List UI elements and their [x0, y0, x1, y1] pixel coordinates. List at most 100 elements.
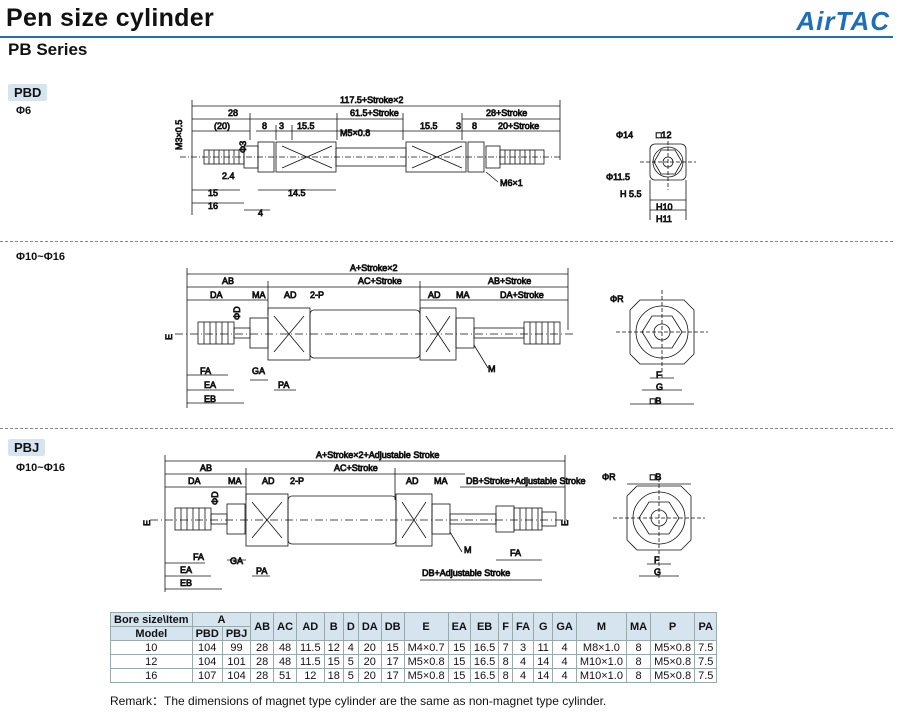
dim-label: EA — [204, 380, 216, 390]
section-divider — [0, 241, 893, 242]
dim-label: 4 — [258, 208, 263, 218]
col-header: AC — [273, 612, 298, 641]
col-header-pbd: PBD — [191, 626, 223, 641]
dim-label: G — [654, 567, 661, 577]
dim-label: 28 — [228, 108, 238, 118]
dim-label: 20+Stroke — [498, 121, 539, 131]
table-cell: 20 — [357, 668, 382, 683]
dim-label: 16 — [208, 201, 218, 211]
dim-label: ΦD — [210, 491, 220, 505]
col-header: AD — [296, 612, 325, 641]
col-header: MA — [625, 612, 652, 641]
dim-label: DB+Adjustable Stroke — [422, 568, 510, 578]
dim-label: DB+Stroke+Adjustable Stroke — [466, 476, 586, 486]
col-header: P — [650, 612, 696, 641]
dim-label: 61.5+Stroke — [350, 108, 399, 118]
col-header: M — [575, 612, 627, 641]
table-cell: 4 — [512, 654, 535, 669]
table-cell: 104 — [191, 640, 223, 655]
dim-label: AC+Stroke — [334, 463, 378, 473]
dim-label: E — [560, 520, 570, 526]
dim-label: AD — [262, 476, 275, 486]
dim-label: H10 — [656, 202, 673, 212]
col-header: DB — [380, 612, 405, 641]
dim-label: FA — [193, 552, 204, 562]
dim-label: Φ11.5 — [606, 172, 630, 182]
table-cell: 14 — [533, 654, 554, 669]
dim-label: AD — [428, 290, 441, 300]
dim-label: 2.4 — [222, 171, 235, 181]
table-cell: 11.5 — [296, 640, 325, 655]
table-cell: 8 — [625, 640, 652, 655]
table-cell: 8 — [498, 668, 514, 683]
pbd-large-side-view — [175, 268, 575, 408]
col-header: EA — [447, 612, 471, 641]
dim-label: F — [654, 555, 660, 565]
table-cell: 20 — [357, 640, 382, 655]
dim-label: DA — [188, 476, 201, 486]
table-cell: M4×0.7 — [403, 640, 449, 655]
dim-label: A+Stroke×2 — [350, 263, 398, 273]
dim-label: AB — [222, 276, 234, 286]
dim-label: ΦR — [602, 472, 616, 482]
dim-label: 3 — [279, 121, 284, 131]
dim-label: MA — [228, 476, 242, 486]
dim-label: A+Stroke×2+Adjustable Stroke — [316, 450, 439, 460]
dim-label: 8 — [472, 121, 477, 131]
remark-note: Remark：The dimensions of magnet type cyl… — [110, 694, 607, 708]
table-cell: 16.5 — [469, 640, 500, 655]
pbj-side-view — [150, 455, 570, 592]
technical-drawings: 117.5+Stroke×2 28 61.5+Stroke 28+Stroke … — [142, 95, 708, 592]
table-cell: 15 — [447, 640, 471, 655]
table-cell: 48 — [273, 654, 298, 669]
bore-label: Φ10~Φ16 — [16, 462, 65, 474]
dim-label: EB — [204, 394, 216, 404]
dim-label: 3 — [456, 121, 461, 131]
table-cell: 10 — [110, 640, 193, 655]
page-title: Pen size cylinder — [6, 4, 214, 32]
table-cell: 12 — [110, 654, 193, 669]
pbj-tag: PBJ — [8, 439, 46, 456]
table-cell: 8 — [625, 654, 652, 669]
table-cell: 4 — [552, 654, 577, 669]
dim-label: H 5.5 — [620, 189, 642, 199]
table-cell: 15 — [447, 654, 471, 669]
table-cell: M5×0.8 — [650, 640, 696, 655]
table-cell: 101 — [221, 654, 252, 669]
table-cell: M10×1.0 — [575, 668, 627, 683]
dim-label: 2-P — [310, 290, 324, 300]
dim-label: □B — [650, 396, 661, 406]
dim-label: AB — [200, 463, 212, 473]
pbj-end-view — [613, 478, 705, 580]
dim-label: 117.5+Stroke×2 — [340, 95, 403, 105]
col-header: B — [323, 612, 344, 641]
table-cell: M5×0.8 — [403, 654, 449, 669]
table-cell: 28 — [250, 640, 275, 655]
table-cell: 11.5 — [296, 654, 325, 669]
table-cell: 15 — [380, 640, 405, 655]
table-cell: 4 — [342, 640, 359, 655]
table-cell: 8 — [625, 668, 652, 683]
table-cell: 104 — [221, 668, 252, 683]
col-header-a: A — [191, 612, 252, 627]
table-cell: 8 — [498, 654, 514, 669]
dim-label: AD — [284, 290, 297, 300]
dim-label: MA — [434, 476, 448, 486]
dim-label: Φ3 — [238, 141, 248, 153]
table-cell: 7.5 — [694, 668, 718, 683]
dim-label: 8 — [262, 121, 267, 131]
table-cell: M5×0.8 — [403, 668, 449, 683]
dim-label: 14.5 — [288, 188, 306, 198]
table-cell: 7.5 — [694, 640, 718, 655]
dim-label: AB+Stroke — [488, 276, 531, 286]
table-cell: M5×0.8 — [650, 668, 696, 683]
table-cell: 7 — [498, 640, 514, 655]
table-cell: 51 — [273, 668, 298, 683]
table-cell: 18 — [323, 668, 344, 683]
dim-label: H11 — [656, 214, 672, 224]
col-header: D — [342, 612, 359, 641]
pbd-large-end-view — [616, 290, 708, 405]
dim-label: EA — [180, 565, 192, 575]
